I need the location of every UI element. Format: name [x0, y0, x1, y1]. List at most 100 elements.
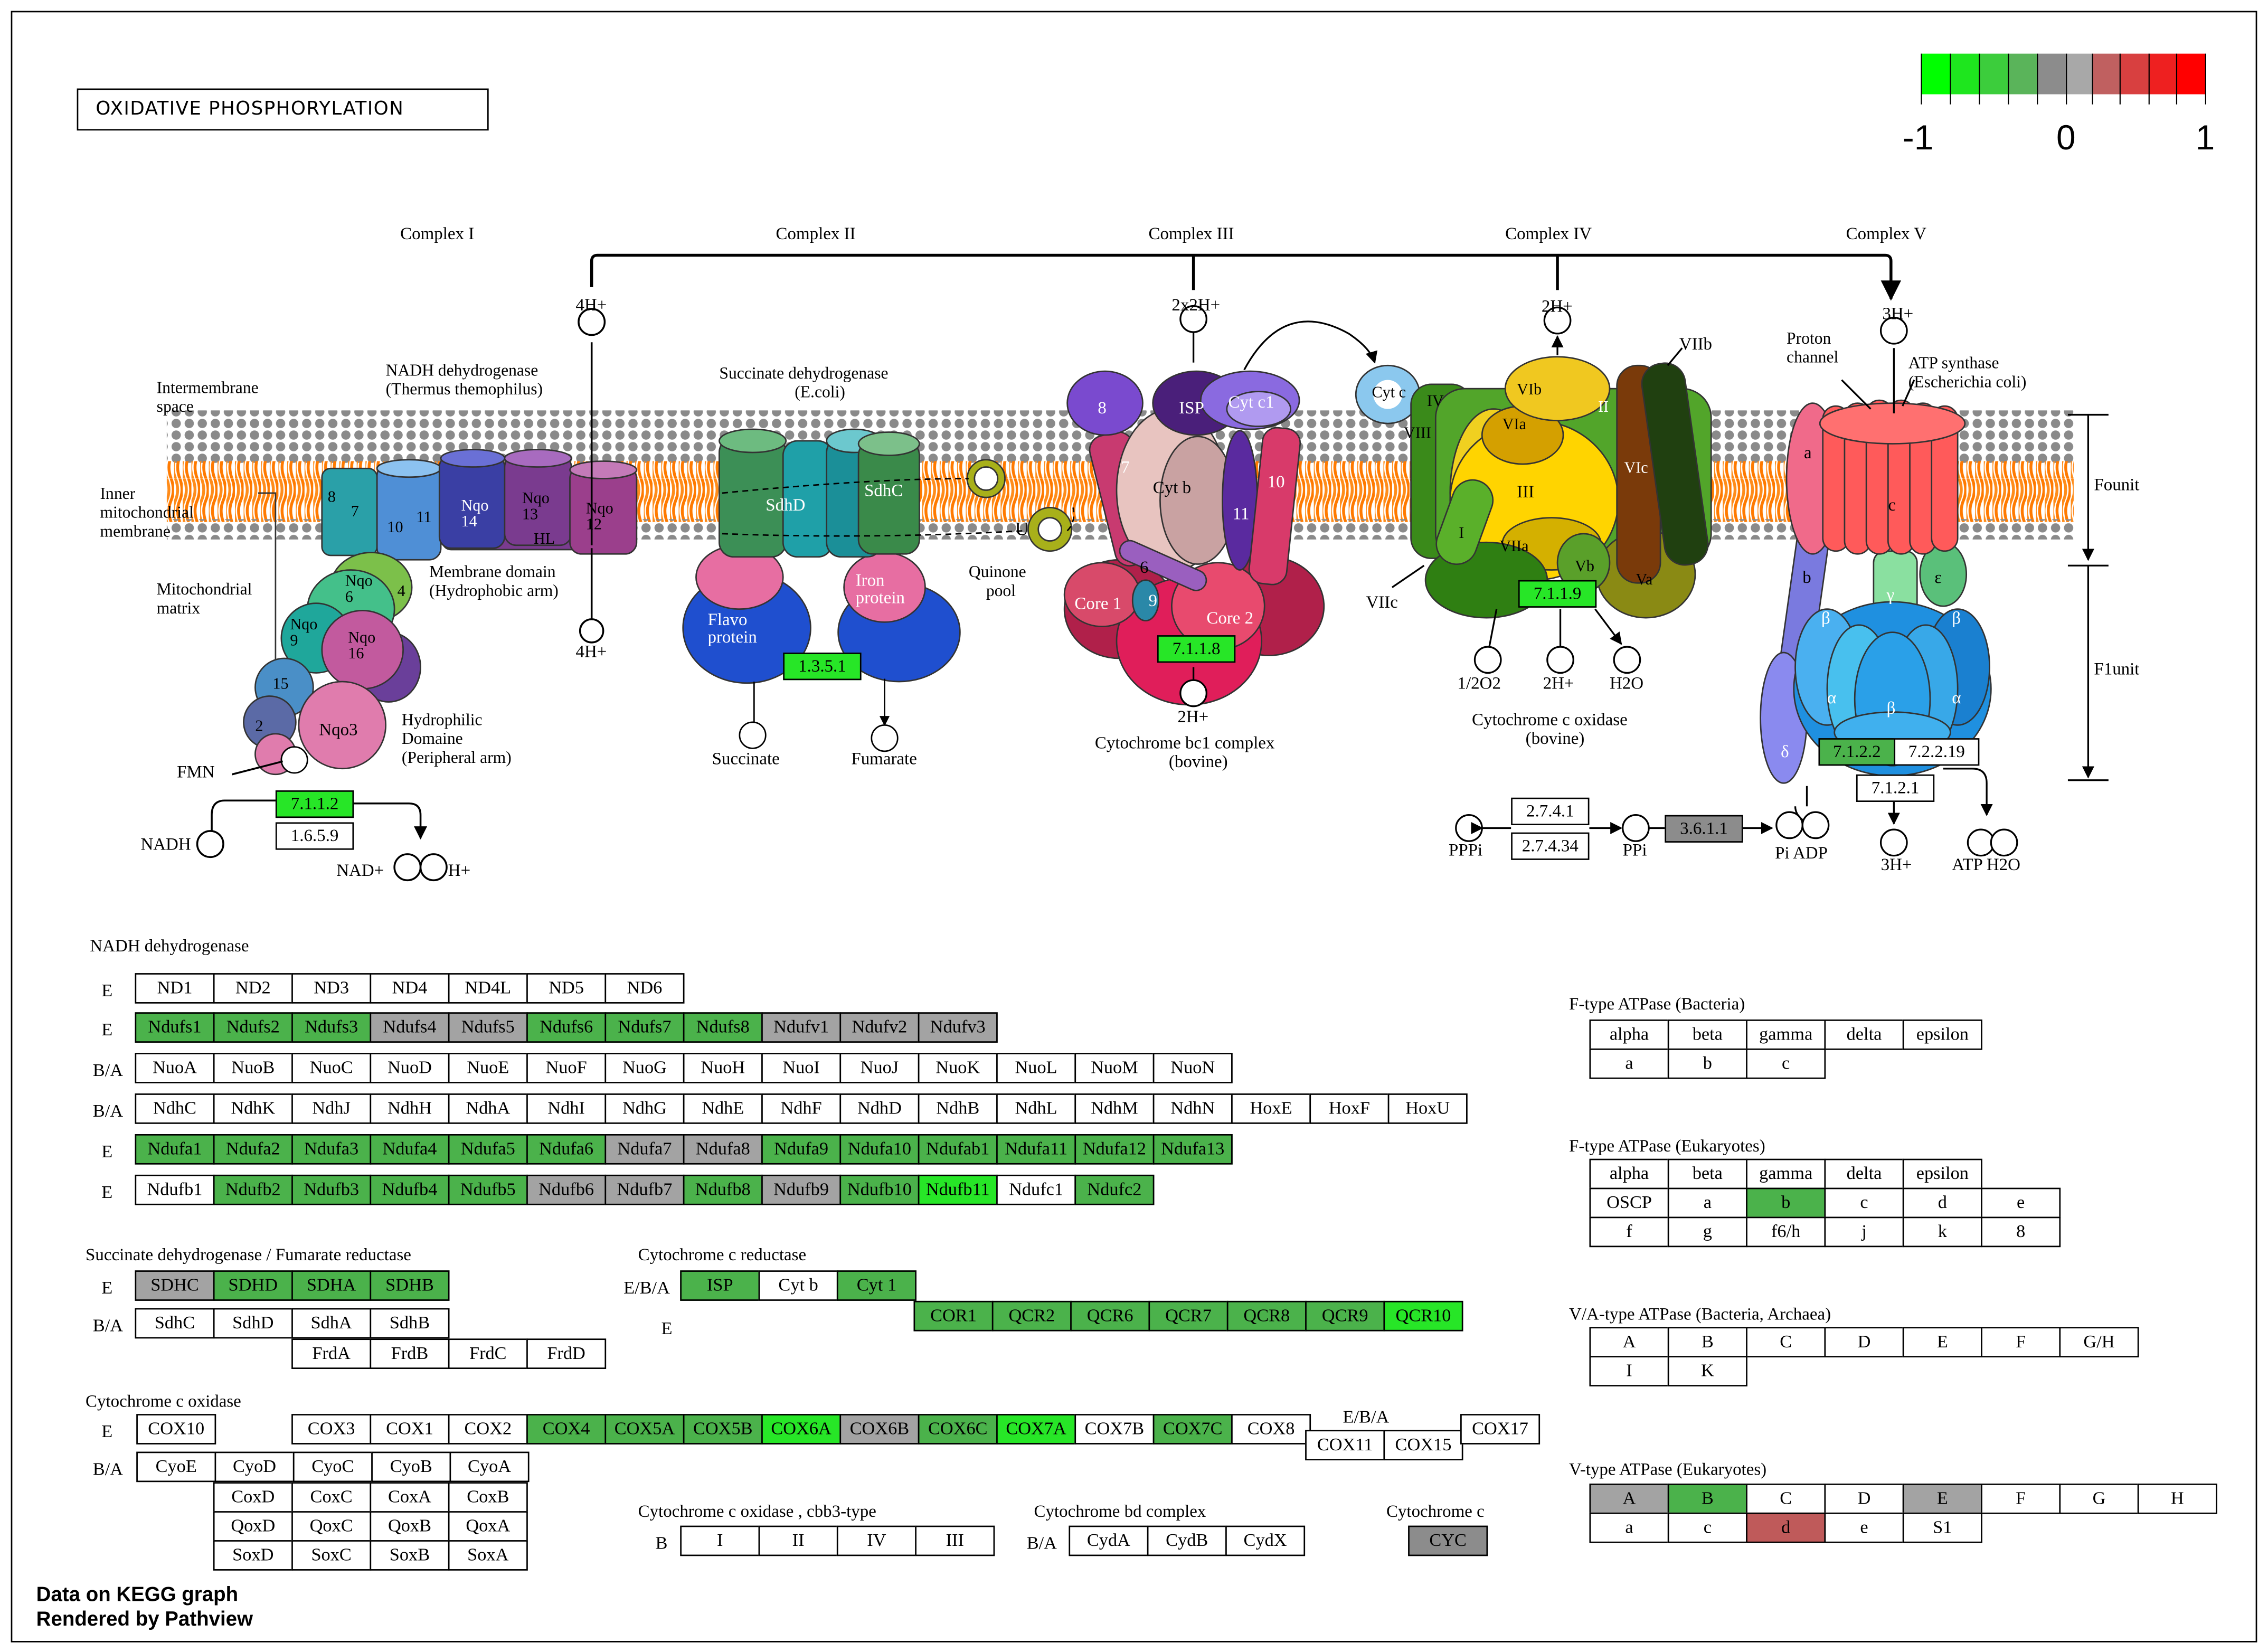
gene-cell[interactable]: gamma: [1746, 1158, 1826, 1190]
gene-cell[interactable]: NdhF: [761, 1093, 842, 1124]
gene-cell[interactable]: NdhK: [213, 1093, 293, 1124]
gene-cell[interactable]: H: [2137, 1483, 2217, 1514]
gene-cell[interactable]: c: [1746, 1048, 1826, 1079]
gene-cell[interactable]: a: [1589, 1048, 1669, 1079]
gene-cell[interactable]: Ndufa3: [291, 1134, 372, 1165]
gene-cell[interactable]: SdhA: [291, 1308, 372, 1339]
gene-cell[interactable]: Ndufb8: [683, 1174, 763, 1205]
gene-cell[interactable]: CYC: [1408, 1525, 1488, 1556]
gene-cell[interactable]: epsilon: [1902, 1158, 1982, 1190]
enzyme-box[interactable]: 1.3.5.1: [783, 653, 862, 681]
gene-cell[interactable]: Ndufb10: [839, 1174, 920, 1205]
gene-cell[interactable]: I: [680, 1525, 760, 1556]
gene-cell[interactable]: COX3: [291, 1414, 372, 1445]
gene-cell[interactable]: delta: [1824, 1019, 1904, 1050]
gene-cell[interactable]: SdhB: [370, 1308, 450, 1339]
enzyme-box[interactable]: 7.1.2.2: [1818, 738, 1896, 766]
gene-cell[interactable]: NuoC: [291, 1053, 372, 1083]
gene-cell[interactable]: COR1: [913, 1300, 994, 1332]
gene-cell[interactable]: FrdC: [448, 1338, 528, 1369]
gene-cell[interactable]: CoxB: [448, 1482, 528, 1513]
gene-cell[interactable]: F: [1981, 1327, 2061, 1358]
enzyme-box[interactable]: 7.1.1.8: [1157, 635, 1236, 663]
gene-cell[interactable]: COX7B: [1074, 1414, 1155, 1445]
gene-cell[interactable]: COX2: [448, 1414, 528, 1445]
gene-cell[interactable]: NdhA: [448, 1093, 528, 1124]
gene-cell[interactable]: G/H: [2059, 1327, 2139, 1358]
gene-cell[interactable]: NuoL: [996, 1053, 1076, 1083]
enzyme-box[interactable]: 7.2.2.19: [1894, 738, 1980, 766]
gene-cell[interactable]: COX6B: [839, 1414, 920, 1445]
gene-cell[interactable]: COX7A: [996, 1414, 1076, 1445]
gene-cell[interactable]: Ndufa2: [213, 1134, 293, 1165]
gene-cell[interactable]: CoxA: [370, 1482, 450, 1513]
gene-cell[interactable]: Ndufv3: [918, 1012, 998, 1043]
gene-cell[interactable]: A: [1589, 1483, 1669, 1514]
gene-cell[interactable]: ISP: [680, 1270, 760, 1301]
gene-cell[interactable]: k: [1902, 1216, 1982, 1248]
gene-cell[interactable]: OSCP: [1589, 1187, 1669, 1219]
gene-cell[interactable]: QCR6: [1070, 1300, 1150, 1332]
gene-cell[interactable]: S1: [1902, 1512, 1982, 1543]
gene-cell[interactable]: FrdB: [370, 1338, 450, 1369]
gene-cell[interactable]: III: [915, 1525, 995, 1556]
gene-cell[interactable]: ND1: [135, 973, 215, 1004]
gene-cell[interactable]: NuoF: [526, 1053, 607, 1083]
gene-cell[interactable]: HoxE: [1231, 1093, 1311, 1124]
gene-cell[interactable]: CydA: [1069, 1525, 1149, 1556]
gene-cell[interactable]: E: [1902, 1327, 1982, 1358]
gene-cell[interactable]: Ndufab1: [918, 1134, 998, 1165]
gene-cell[interactable]: NuoA: [135, 1053, 215, 1083]
gene-cell[interactable]: b: [1746, 1187, 1826, 1219]
gene-cell[interactable]: SDHD: [213, 1270, 293, 1301]
gene-cell[interactable]: a: [1589, 1512, 1669, 1543]
gene-cell[interactable]: Ndufa8: [683, 1134, 763, 1165]
gene-cell[interactable]: A: [1589, 1327, 1669, 1358]
gene-cell[interactable]: e: [1824, 1512, 1904, 1543]
gene-cell[interactable]: Cyt b: [758, 1270, 838, 1301]
gene-cell[interactable]: HoxU: [1387, 1093, 1468, 1124]
gene-cell[interactable]: Ndufb9: [761, 1174, 842, 1205]
gene-cell[interactable]: SDHA: [291, 1270, 372, 1301]
gene-cell[interactable]: Ndufb3: [291, 1174, 372, 1205]
gene-cell[interactable]: Ndufv2: [839, 1012, 920, 1043]
gene-cell[interactable]: c: [1824, 1187, 1904, 1219]
gene-cell[interactable]: IV: [836, 1525, 916, 1556]
gene-cell[interactable]: Ndufa1: [135, 1134, 215, 1165]
gene-cell[interactable]: QoxB: [370, 1511, 450, 1542]
gene-cell[interactable]: NuoN: [1152, 1053, 1233, 1083]
gene-cell[interactable]: QoxC: [291, 1511, 372, 1542]
gene-cell[interactable]: alpha: [1589, 1019, 1669, 1050]
enzyme-box[interactable]: 2.7.4.34: [1511, 832, 1590, 860]
gene-cell[interactable]: NuoI: [761, 1053, 842, 1083]
gene-cell[interactable]: Ndufa12: [1074, 1134, 1155, 1165]
gene-cell[interactable]: Ndufs1: [135, 1012, 215, 1043]
gene-cell[interactable]: B: [1667, 1483, 1747, 1514]
gene-cell[interactable]: e: [1981, 1187, 2061, 1219]
gene-cell[interactable]: Ndufs8: [683, 1012, 763, 1043]
gene-cell[interactable]: NdhN: [1152, 1093, 1233, 1124]
gene-cell[interactable]: FrdD: [526, 1338, 607, 1369]
gene-cell[interactable]: SdhC: [135, 1308, 215, 1339]
gene-cell[interactable]: j: [1824, 1216, 1904, 1248]
gene-cell[interactable]: NuoH: [683, 1053, 763, 1083]
gene-cell[interactable]: ND4: [370, 973, 450, 1004]
gene-cell[interactable]: d: [1902, 1187, 1982, 1219]
gene-cell[interactable]: Ndufb4: [370, 1174, 450, 1205]
gene-cell[interactable]: D: [1824, 1483, 1904, 1514]
gene-cell[interactable]: Ndufa6: [526, 1134, 607, 1165]
gene-cell[interactable]: NuoJ: [839, 1053, 920, 1083]
gene-cell[interactable]: NdhH: [370, 1093, 450, 1124]
gene-cell[interactable]: COX11: [1305, 1430, 1385, 1461]
gene-cell[interactable]: Ndufb5: [448, 1174, 528, 1205]
gene-cell[interactable]: Ndufa11: [996, 1134, 1076, 1165]
gene-cell[interactable]: SoxB: [370, 1540, 450, 1571]
gene-cell[interactable]: Ndufs2: [213, 1012, 293, 1043]
gene-cell[interactable]: COX7C: [1152, 1414, 1233, 1445]
gene-cell[interactable]: C: [1746, 1483, 1826, 1514]
gene-cell[interactable]: a: [1667, 1187, 1747, 1219]
gene-cell[interactable]: Ndufb2: [213, 1174, 293, 1205]
gene-cell[interactable]: NdhB: [918, 1093, 998, 1124]
gene-cell[interactable]: NuoG: [604, 1053, 685, 1083]
gene-cell[interactable]: c: [1667, 1512, 1747, 1543]
